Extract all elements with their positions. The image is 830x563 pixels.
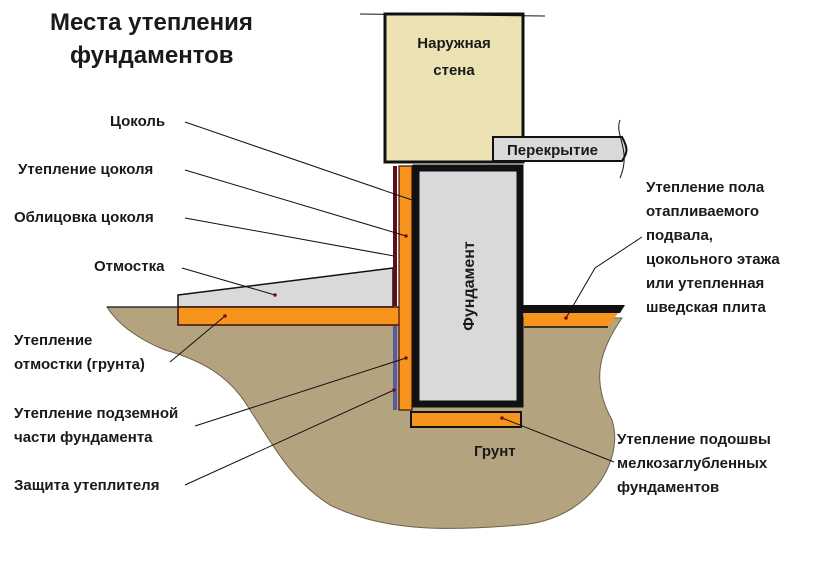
leader-lines bbox=[169, 121, 643, 486]
title-line-2: фундаментов bbox=[70, 42, 234, 69]
foundation-label: Фундамент bbox=[461, 241, 478, 331]
title-line-1: Места утепления bbox=[50, 9, 253, 36]
leader-dots bbox=[223, 234, 568, 420]
label-underground-insulation-1: Утепление подземной bbox=[14, 405, 178, 422]
label-plinth-cladding: Облицовка цоколя bbox=[14, 209, 154, 226]
foundation-body bbox=[412, 164, 524, 408]
wall-label-1: Наружная bbox=[417, 35, 490, 52]
leader-floor-insulation bbox=[565, 236, 643, 319]
leader-plinth-insulation bbox=[184, 169, 407, 237]
soil-area bbox=[106, 306, 623, 529]
label-blind-area-insulation-2: отмостки (грунта) bbox=[14, 356, 145, 373]
leader-blind-area bbox=[181, 267, 276, 296]
soil-label: Грунт bbox=[474, 443, 516, 460]
svg-text:или утепленная: или утепленная bbox=[646, 275, 764, 292]
svg-text:фундаментов: фундаментов bbox=[617, 479, 719, 496]
svg-text:шведская плита: шведская плита bbox=[646, 299, 766, 316]
wall-insulation bbox=[398, 165, 413, 411]
slab-label: Перекрытие bbox=[507, 142, 598, 159]
plinth-cladding bbox=[393, 166, 397, 306]
blind-area bbox=[177, 267, 394, 308]
label-plinth: Цоколь bbox=[110, 113, 165, 130]
label-underground-insulation-2: части фундамента bbox=[14, 429, 153, 446]
label-blind-area: Отмостка bbox=[94, 258, 165, 275]
floor-insulation-black bbox=[520, 305, 625, 313]
leader-plinth bbox=[184, 121, 413, 201]
leader-blind-area-insulation bbox=[169, 315, 226, 363]
leader-underground-insulation bbox=[194, 357, 407, 427]
svg-text:мелкозаглубленных: мелкозаглубленных bbox=[617, 455, 768, 472]
blind-area-insulation bbox=[177, 306, 401, 326]
svg-text:Утепление подошвы: Утепление подошвы bbox=[617, 431, 771, 448]
svg-text:подвала,: подвала, bbox=[646, 227, 713, 244]
label-sole-insulation: Утепление подошвы мелкозаглубленных фунд… bbox=[617, 431, 771, 496]
label-insulation-protection: Защита утеплителя bbox=[14, 477, 159, 494]
wall-break-line bbox=[359, 13, 546, 17]
floor-slab bbox=[492, 136, 628, 162]
svg-text:отапливаемого: отапливаемого bbox=[646, 203, 759, 220]
leader-insulation-protection bbox=[184, 389, 395, 486]
slab-break-line bbox=[618, 119, 625, 179]
insulation-protection bbox=[393, 326, 397, 410]
svg-text:Утепление пола: Утепление пола bbox=[646, 179, 765, 196]
label-plinth-insulation: Утепление цоколя bbox=[18, 161, 153, 178]
floor-insulation bbox=[524, 313, 618, 327]
leader-sole-insulation bbox=[501, 417, 615, 463]
svg-text:цокольного этажа: цокольного этажа bbox=[646, 251, 780, 268]
label-floor-insulation: Утепление пола отапливаемого подвала, цо… bbox=[646, 179, 780, 316]
wall-label-2: стена bbox=[433, 62, 475, 79]
label-blind-area-insulation-1: Утепление bbox=[14, 332, 92, 349]
sole-insulation bbox=[410, 411, 522, 428]
leader-plinth-cladding bbox=[184, 217, 395, 257]
